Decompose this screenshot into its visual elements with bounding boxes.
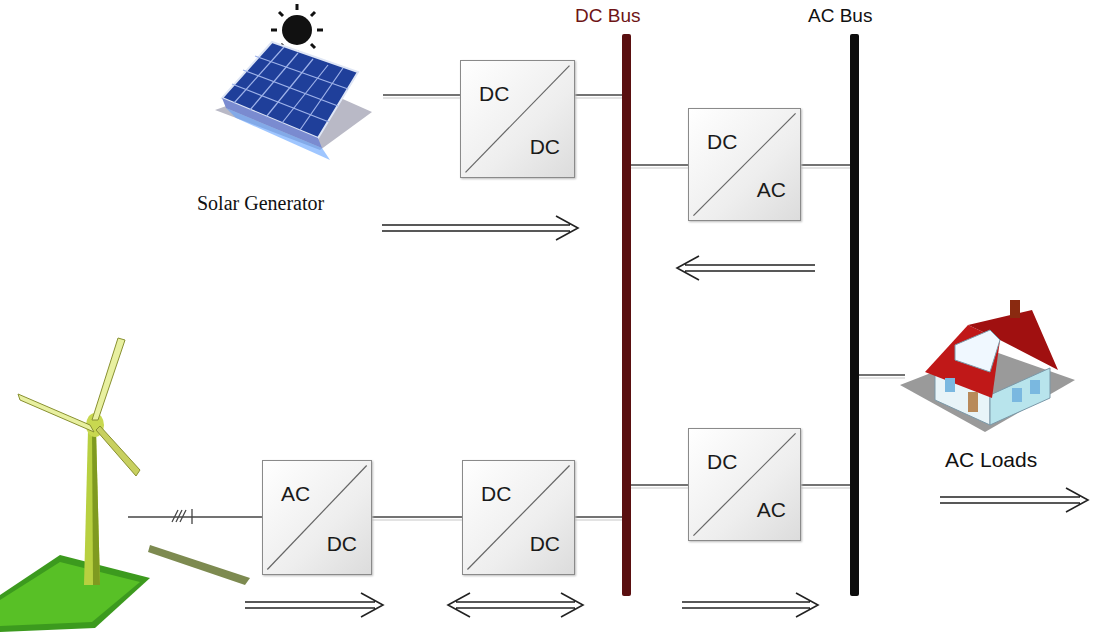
connector-shadow <box>631 167 688 168</box>
bus-node: DC Bus <box>575 6 685 598</box>
converter-output-label: DC <box>530 533 560 554</box>
converter-output-label: DC <box>327 533 357 554</box>
connector-line <box>631 484 688 486</box>
device-label: Solar Generator <box>197 192 324 214</box>
converter-diagonal <box>463 461 574 574</box>
converter-input-label: DC <box>707 131 737 152</box>
converter-input-label: DC <box>479 83 509 104</box>
converter-box: DC AC <box>688 108 801 221</box>
connector-shadow <box>859 377 905 378</box>
converter-input-label: DC <box>481 483 511 504</box>
converter-diagonal <box>689 109 800 220</box>
connector-line <box>372 516 462 518</box>
bus-bar <box>622 34 631 596</box>
connector-shadow <box>801 487 850 488</box>
connector-shadow <box>631 487 688 488</box>
converter-box: AC DC <box>262 460 372 575</box>
connector-line <box>383 94 460 96</box>
converter-diagonal <box>689 429 800 540</box>
bus-label: DC Bus <box>575 6 640 27</box>
connector-line <box>801 164 850 166</box>
connector-shadow <box>372 519 462 520</box>
connector-line <box>631 164 688 166</box>
converter-diagonal <box>461 61 574 177</box>
connector-line <box>859 374 905 376</box>
connector-line <box>801 484 850 486</box>
converter-input-label: AC <box>281 483 310 504</box>
converter-input-label: DC <box>707 451 737 472</box>
bus-bar <box>850 34 859 596</box>
solar-panel-icon <box>215 42 372 160</box>
ac-loads-node: AC Loads <box>905 300 1085 490</box>
converter-output-label: DC <box>530 136 560 157</box>
device-label: AC Loads <box>945 448 1037 471</box>
bus-node: AC Bus <box>808 6 904 598</box>
converter-output-label: AC <box>757 499 786 520</box>
connector-line <box>575 516 622 518</box>
connector-shadow <box>383 97 460 98</box>
converter-box: DC DC <box>462 460 575 575</box>
bus-label: AC Bus <box>808 6 872 27</box>
connector-shadow <box>575 97 622 98</box>
converter-diagonal <box>263 461 371 574</box>
connector-shadow <box>801 167 850 168</box>
converter-box: DC AC <box>688 428 801 541</box>
connector-shadow <box>575 519 622 520</box>
wind-turbine-icon <box>0 338 262 632</box>
connector-line <box>575 94 622 96</box>
solar-generator-node: Solar Generator <box>195 4 383 216</box>
converter-box: DC DC <box>460 60 575 178</box>
converter-output-label: AC <box>757 179 786 200</box>
flow-arrows <box>245 216 1088 617</box>
house-icon <box>900 300 1075 432</box>
